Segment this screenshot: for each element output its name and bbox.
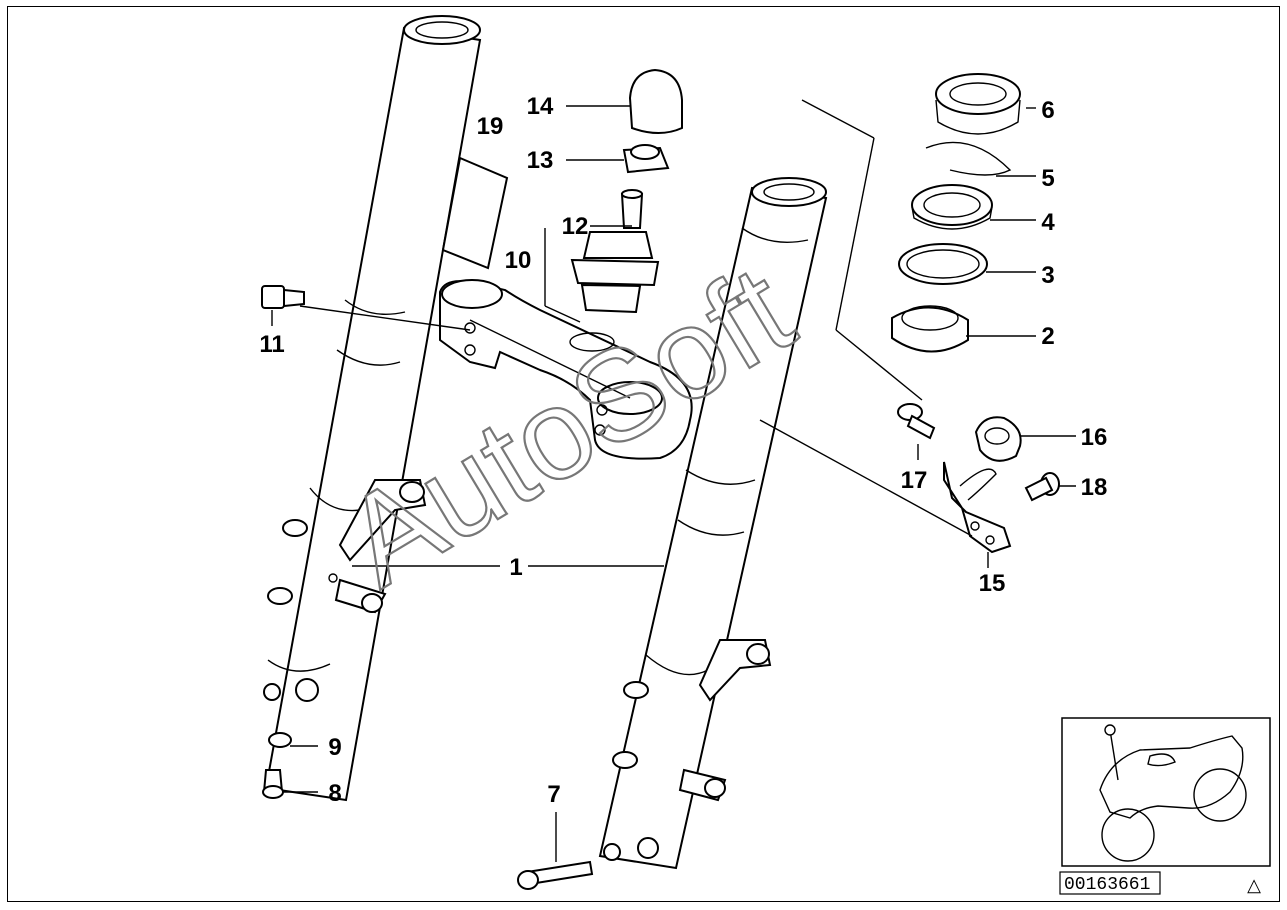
diagram-code-box: 00163661 xyxy=(1059,871,1161,895)
callout-4: 4 xyxy=(1041,209,1055,236)
motorcycle-thumbnail xyxy=(1061,717,1271,867)
callout-19: 19 xyxy=(477,113,504,140)
callout-6: 6 xyxy=(1041,97,1054,124)
callout-13: 13 xyxy=(527,147,554,174)
corner-triangle-icon: △ xyxy=(1247,875,1261,895)
callout-9: 9 xyxy=(328,734,341,761)
callout-5: 5 xyxy=(1041,165,1054,192)
diagram-border xyxy=(7,6,1280,902)
diagram-code: 00163661 xyxy=(1064,875,1150,895)
callout-8: 8 xyxy=(328,780,341,807)
warning-label-sticker xyxy=(441,156,509,270)
leader-lines xyxy=(271,99,1076,862)
callout-1: 1 xyxy=(509,554,522,581)
callout-15: 15 xyxy=(979,570,1006,597)
callout-2: 2 xyxy=(1041,323,1054,350)
plug-16 xyxy=(974,416,1022,462)
bolt-11 xyxy=(261,285,305,309)
left-fork-leg xyxy=(263,15,482,802)
steering-bearing-parts xyxy=(891,73,1021,353)
callout-17: 17 xyxy=(901,467,928,494)
bracket-15 xyxy=(943,461,1012,554)
bolt-18 xyxy=(1024,472,1060,502)
stem-nut-and-cap xyxy=(622,68,683,174)
callout-10: 10 xyxy=(505,247,532,274)
right-fork-leg xyxy=(598,177,828,870)
callout-7: 7 xyxy=(547,781,560,808)
callout-11: 11 xyxy=(259,331,284,358)
steering-stem xyxy=(570,189,660,314)
screw-17 xyxy=(897,403,936,440)
callout-labels: 1 2 3 4 5 6 7 8 9 10 11 12 13 14 15 16 1… xyxy=(259,93,1107,808)
callout-3: 3 xyxy=(1041,262,1054,289)
callout-12: 12 xyxy=(562,213,589,240)
callout-18: 18 xyxy=(1081,474,1108,501)
callout-14: 14 xyxy=(527,93,554,120)
callout-16: 16 xyxy=(1081,424,1108,451)
